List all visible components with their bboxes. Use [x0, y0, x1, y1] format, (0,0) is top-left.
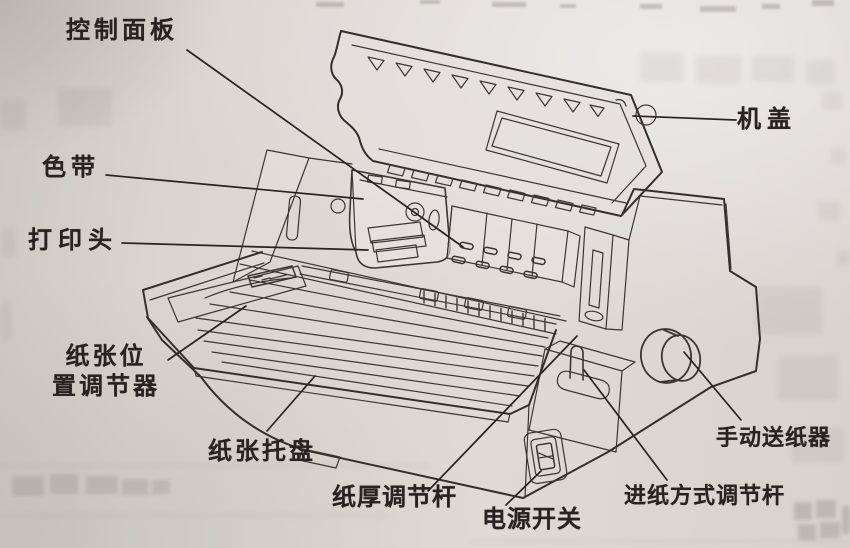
paper-feed-mode-lever	[569, 345, 584, 381]
power-switch-control	[523, 428, 568, 485]
label-paper-thickness-lever: 纸厚调节杆	[332, 485, 457, 511]
label-paper-tray: 纸张托盘	[208, 439, 316, 465]
leader-ribbon	[105, 174, 364, 200]
leader-print-head	[121, 242, 369, 251]
label-paper-position-adjuster-line2: 置调节器	[52, 374, 160, 400]
printer-cover	[330, 30, 663, 217]
leader-lines	[105, 49, 742, 506]
leader-paper-thickness-lever	[427, 335, 578, 492]
platen-knob	[640, 328, 702, 384]
leader-paper-position-adjuster	[167, 305, 247, 361]
ribbon-guide-roller	[330, 198, 346, 214]
control-panel-area	[446, 205, 581, 288]
label-print-head: 打印头	[28, 228, 118, 254]
paper-tray-area	[142, 251, 557, 423]
label-feed-mode-lever: 进纸方式调节杆	[624, 483, 786, 508]
right-slot-panel	[578, 195, 641, 331]
leader-power-switch	[505, 470, 542, 506]
leader-control-panel	[186, 49, 464, 248]
print-head	[367, 221, 427, 263]
label-power-switch: 电源开关	[482, 507, 582, 533]
leader-manual-sheet-feeder	[683, 351, 742, 421]
label-ribbon: 色带	[42, 155, 100, 181]
label-cover: 机盖	[737, 107, 797, 133]
leader-cover	[632, 115, 737, 121]
paper-position-adjuster	[167, 265, 307, 323]
platen-mechanism	[239, 250, 567, 335]
ribbon-cartridge	[330, 169, 451, 269]
cover-hinge-pin	[635, 104, 657, 126]
label-paper-position-adjuster-line1: 纸张位	[65, 344, 147, 370]
label-control-panel: 控制面板	[66, 18, 178, 44]
label-paper-position-adjuster: 纸张位 置调节器	[49, 342, 163, 402]
feed-lever-area	[528, 340, 636, 453]
printer-body	[146, 149, 761, 499]
leader-feed-mode-lever	[583, 369, 668, 481]
cover-window	[485, 110, 620, 184]
leader-paper-tray	[266, 375, 316, 432]
label-manual-sheet-feeder: 手动送纸器	[716, 425, 832, 450]
